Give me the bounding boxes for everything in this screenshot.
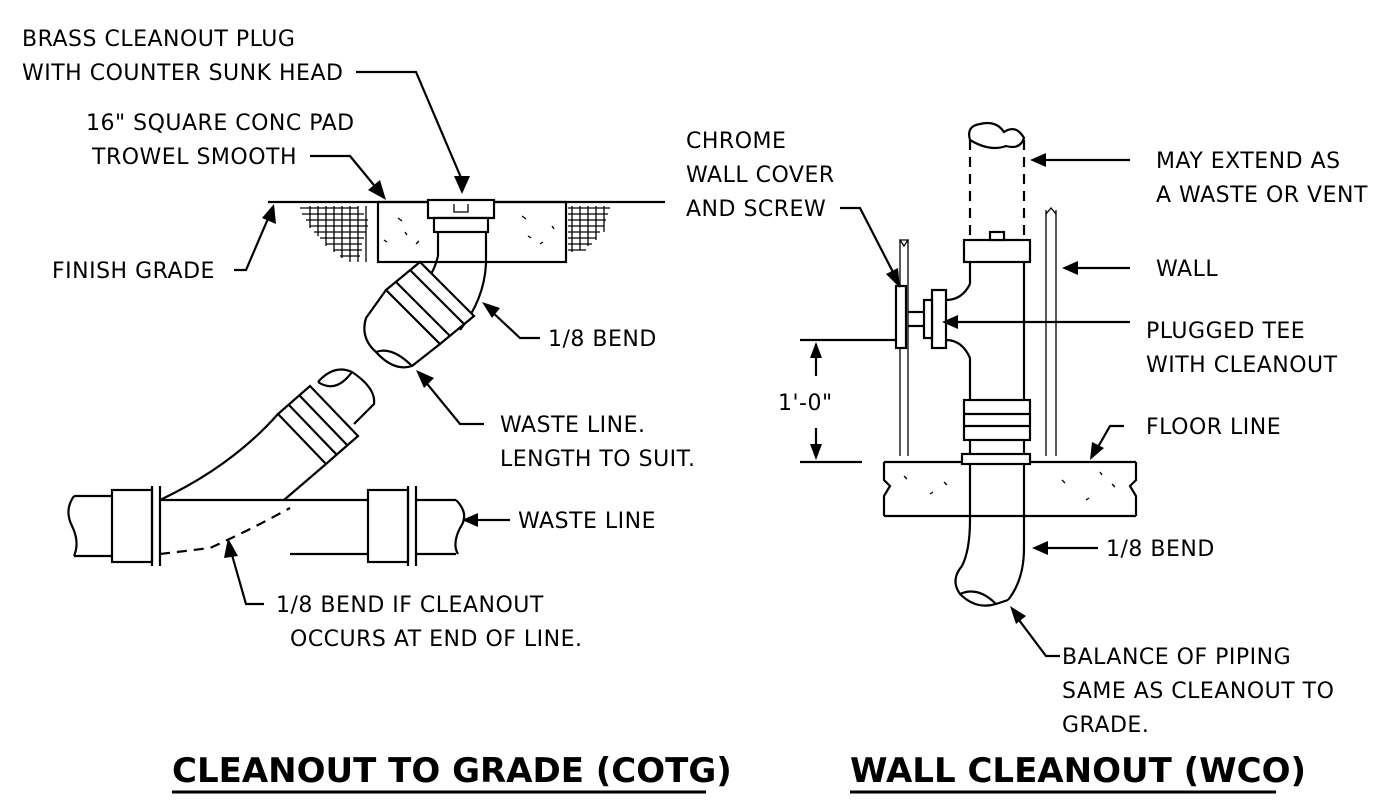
label-waste-line: WASTE LINE [518,509,656,534]
dimension-one-foot [800,338,896,464]
label-extend-1: MAY EXTEND AS [1156,149,1341,174]
cotg-detail: BRASS CLEANOUT PLUG WITH COUNTER SUNK HE… [22,27,732,794]
horizontal-waste-line [67,486,466,566]
label-extend-2: A WASTE OR VENT [1156,183,1368,208]
vent-extension [968,121,1026,150]
label-brass-plug-2: WITH COUNTER SUNK HEAD [22,61,343,86]
label-tee-1: PLUGGED TEE [1146,319,1305,344]
lower-eighth-bend [961,464,1026,601]
lower-hub [962,398,1032,442]
label-balance-3: GRADE. [1062,713,1149,738]
bend-coupling [384,260,476,346]
label-pad-1: 16" SQUARE CONC PAD [86,111,355,136]
wco-leaders [840,153,1130,658]
chrome-wall-cover [894,284,908,350]
riser-hub [432,216,490,234]
wco-detail: CHROME WALL COVER AND SCREW MAY EXTEND A… [686,121,1368,794]
label-pad-2: TROWEL SMOOTH [91,145,297,170]
label-dimension: 1'-0" [778,391,833,416]
label-eighth-bend: 1/8 BEND [548,327,657,352]
label-balance-1: BALANCE OF PIPING [1062,645,1291,670]
label-wall: WALL [1156,257,1218,282]
earth-hatch-left [300,206,368,262]
riser-pipe [436,232,488,264]
label-floor-line: FLOOR LINE [1146,415,1281,440]
floor-slab [882,452,1138,518]
brass-cleanout-plug [426,198,496,220]
label-brass-plug-1: BRASS CLEANOUT PLUG [22,27,295,52]
label-chrome-2: WALL COVER [686,163,835,188]
label-finish-grade: FINISH GRADE [52,259,215,284]
earth-hatch-right [568,206,610,252]
plugged-tee [908,283,972,402]
label-bend-end-1: 1/8 BEND IF CLEANOUT [276,593,544,618]
label-waste-line-suit-2: LENGTH TO SUIT. [500,447,695,472]
label-bend-end-2: OCCURS AT END OF LINE. [290,627,583,652]
label-balance-2: SAME AS CLEANOUT TO [1062,679,1334,704]
wye-coupling [276,384,360,466]
upper-hub [962,238,1032,264]
wco-title: WALL CLEANOUT (WCO) [850,751,1306,791]
concrete-aggregate [383,215,555,245]
cotg-leaders [224,70,540,606]
label-chrome-1: CHROME [686,129,786,154]
label-chrome-3: AND SCREW [686,197,826,222]
label-waste-line-suit-1: WASTE LINE. [500,413,646,438]
label-tee-2: WITH CLEANOUT [1146,353,1338,378]
cotg-title: CLEANOUT TO GRADE (COTG) [172,751,732,791]
label-wco-eighth-bend: 1/8 BEND [1106,537,1215,562]
waste-line-segment [317,368,376,425]
